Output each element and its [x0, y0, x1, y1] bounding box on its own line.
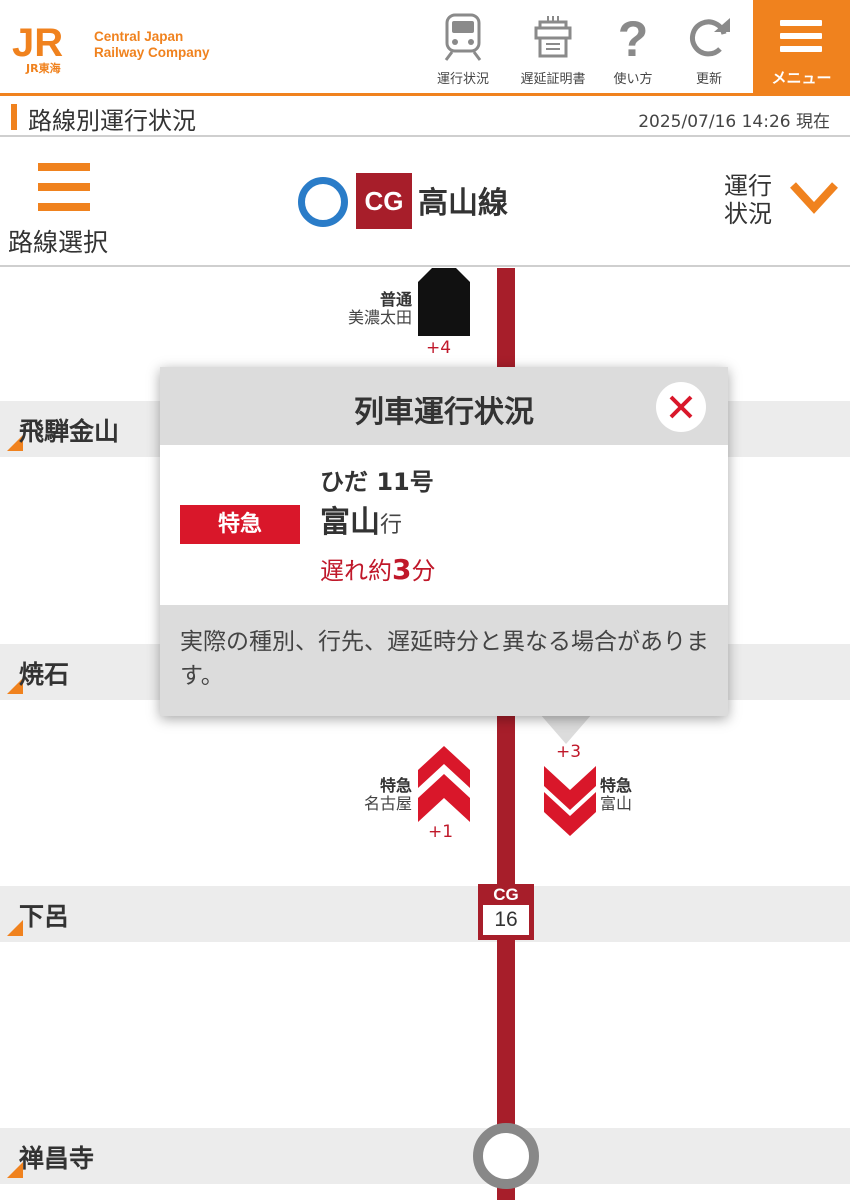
- delay-unit: 分: [411, 557, 436, 585]
- station-marker-icon: [7, 678, 23, 694]
- station-name: 禅昌寺: [19, 1144, 95, 1173]
- nav-refresh-button[interactable]: 更新: [668, 0, 750, 94]
- popup-close-button[interactable]: [656, 382, 706, 432]
- logo-sub-text: JR東海: [25, 61, 61, 75]
- close-icon: [669, 395, 693, 419]
- update-timestamp: 2025/07/16 14:26 現在: [638, 112, 830, 132]
- nav-how-to-use-button[interactable]: ? 使い方: [592, 0, 674, 94]
- app-header: JR JR東海 Central Japan Railway Company 運行…: [0, 0, 850, 96]
- station-row[interactable]: 禅昌寺: [0, 1128, 850, 1184]
- company-line-1: Central Japan: [94, 29, 184, 44]
- station-name: 下呂: [19, 902, 70, 931]
- train-destination: 名古屋: [363, 794, 412, 813]
- jr-central-logo[interactable]: JR JR東海: [10, 20, 86, 76]
- line-code-badge: CG: [356, 173, 412, 229]
- train-type-badge: 特急: [180, 505, 300, 544]
- section-accent: [11, 104, 17, 130]
- popup-note-text: 実際の種別、行先、遅延時分と異なる場合があります。: [180, 629, 709, 689]
- line-color-circle: [298, 177, 348, 227]
- menu-label: メニュー: [771, 69, 832, 87]
- certificate-icon: [534, 16, 572, 58]
- nav-how-to-use-label: 使い方: [613, 72, 653, 87]
- station-marker-icon: [7, 920, 23, 936]
- hamburger-icon: [780, 20, 822, 52]
- page-title: 路線別運行状況: [28, 107, 196, 135]
- station-line-code: CG: [493, 885, 519, 904]
- popup-pointer: [540, 714, 592, 744]
- train-name: ひだ 11号: [320, 468, 434, 496]
- line-name: 高山線: [418, 186, 508, 221]
- menu-button[interactable]: メニュー: [753, 0, 850, 94]
- delay-minutes: 3: [392, 553, 412, 586]
- train-destination-line: 富山行: [320, 497, 402, 541]
- station-circle-marker: [473, 1123, 539, 1189]
- line-selector-bar: 路線選択 運行 状況: [0, 139, 850, 267]
- company-line-2: Railway Company: [94, 45, 210, 60]
- train-destination: 富山: [320, 505, 380, 540]
- route-select-button[interactable]: 路線選択: [8, 161, 124, 261]
- status-toggle-label: 運行 状況: [724, 172, 784, 228]
- popup-body: 特急 ひだ 11号 富山行 遅れ約3分: [160, 445, 728, 605]
- popup-header: 列車運行状況: [160, 367, 728, 445]
- popup-title: 列車運行状況: [354, 395, 534, 430]
- station-number-badge: CG 16: [478, 884, 534, 940]
- operation-status-toggle[interactable]: 運行 状況: [724, 172, 844, 242]
- route-list-icon: [38, 163, 90, 211]
- limited-express-down-icon[interactable]: [544, 766, 596, 836]
- train-destination: 美濃太田: [347, 308, 412, 327]
- nav-refresh-label: 更新: [695, 72, 722, 87]
- section-bar: 路線別運行状況 2025/07/16 14:26 現在: [0, 97, 850, 137]
- station-name: 焼石: [19, 660, 70, 689]
- status-toggle-label-1: 運行: [724, 172, 772, 200]
- train-icon: [444, 13, 482, 61]
- delay-prefix: 遅れ約: [320, 557, 392, 585]
- popup-note: 実際の種別、行先、遅延時分と異なる場合があります。: [160, 605, 728, 716]
- refresh-icon: [690, 18, 730, 57]
- train-type: 特急: [379, 776, 412, 795]
- status-toggle-label-2: 状況: [724, 200, 772, 228]
- train-delay: +3: [556, 742, 582, 762]
- station-marker-icon: [7, 1162, 23, 1178]
- local-train-icon[interactable]: [418, 268, 470, 336]
- limited-express-up-icon[interactable]: [418, 746, 470, 822]
- train-type: 特急: [600, 776, 633, 795]
- train-label: 特急 名古屋: [300, 777, 412, 813]
- train-type: 普通: [379, 290, 412, 309]
- delay-info: 遅れ約3分: [320, 551, 435, 586]
- train-label: 普通 美濃太田: [300, 291, 412, 327]
- station-number: 16: [483, 905, 529, 935]
- station-row[interactable]: 下呂: [0, 886, 850, 942]
- train-delay: +4: [426, 338, 452, 358]
- svg-text:?: ?: [618, 12, 649, 62]
- station-name: 飛騨金山: [19, 417, 120, 446]
- company-name: Central Japan Railway Company: [94, 29, 210, 61]
- nav-delay-certificate-label: 遅延証明書: [520, 72, 586, 87]
- destination-suffix: 行: [380, 513, 403, 538]
- nav-operation-status-label: 運行状況: [436, 72, 489, 87]
- train-destination: 富山: [600, 794, 633, 813]
- nav-delay-certificate-button[interactable]: 遅延証明書: [512, 0, 594, 94]
- route-select-label: 路線選択: [8, 228, 109, 257]
- chevron-down-icon: [790, 182, 838, 214]
- logo-jr-text: JR: [12, 21, 63, 65]
- nav-operation-status-button[interactable]: 運行状況: [422, 0, 504, 94]
- train-label: 特急 富山: [600, 777, 680, 813]
- train-status-popup: 列車運行状況 特急 ひだ 11号 富山行 遅れ約3分 実際の種別、行先、遅延時分…: [160, 367, 728, 716]
- question-icon: ?: [618, 12, 649, 62]
- train-delay: +1: [428, 822, 454, 842]
- station-marker-icon: [7, 435, 23, 451]
